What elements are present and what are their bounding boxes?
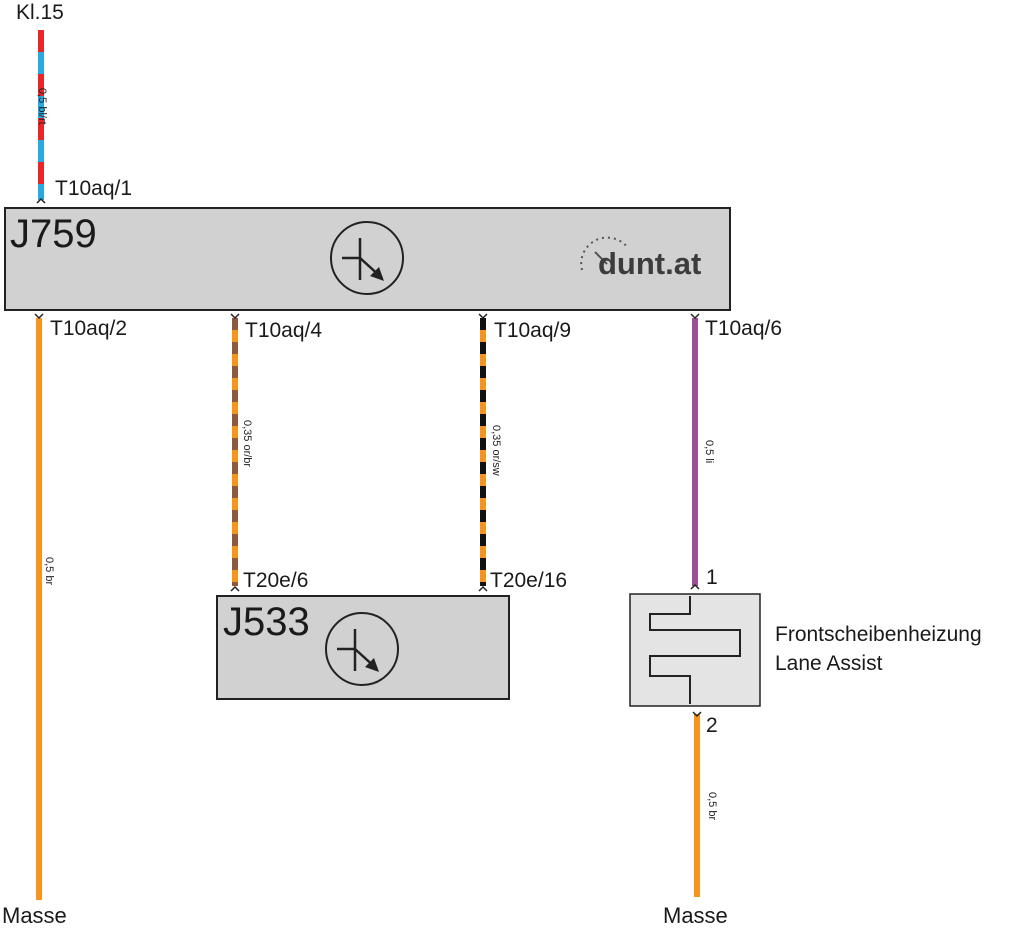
- wire-label-li: 0,5 li: [703, 440, 715, 464]
- pin-mark: [36, 197, 46, 204]
- heater-label-2: Lane Assist: [775, 652, 883, 675]
- wire-label-masse-left: 0,5 br: [43, 557, 55, 586]
- pin-t10aq-1: T10aq/1: [55, 177, 133, 200]
- pin-t20e-16: T20e/16: [490, 569, 568, 592]
- module-j533-name: J533: [223, 600, 310, 644]
- wires: [36, 30, 700, 900]
- terminal-kl15: Kl.15: [16, 1, 64, 24]
- heater-label-1: Frontscheibenheizung: [775, 623, 982, 646]
- transistor-icon: [330, 221, 404, 295]
- pin-t10aq-6: T10aq/6: [705, 317, 783, 340]
- pin-t10aq-9: T10aq/9: [494, 319, 572, 342]
- pin-t10aq-4: T10aq/4: [245, 319, 323, 342]
- gauge-logo-icon: [580, 236, 629, 271]
- module-j759-name: J759: [10, 212, 97, 256]
- heating-coil-icon: [649, 596, 741, 704]
- pin-heater-1: 1: [706, 566, 718, 589]
- pin-mark: [230, 585, 240, 592]
- terminal-masse-left: Masse: [2, 903, 67, 928]
- wire-label-or-sw: 0,35 or/sw: [490, 425, 502, 476]
- terminal-masse-right: Masse: [663, 903, 728, 928]
- pin-t20e-6: T20e/6: [243, 569, 309, 592]
- transistor-icon: [325, 612, 399, 686]
- pin-mark: [230, 313, 240, 320]
- pin-heater-2: 2: [706, 714, 718, 737]
- pin-t10aq-2: T10aq/2: [50, 317, 128, 340]
- pin-mark: [692, 711, 702, 718]
- pin-mark: [690, 583, 700, 590]
- pin-mark: [690, 313, 700, 320]
- pin-mark: [34, 313, 44, 320]
- wire-label-or-br: 0,35 or/br: [241, 420, 253, 468]
- logo-text: dunt.at: [598, 246, 702, 281]
- heater-element: [629, 593, 761, 707]
- connector-marks: [34, 197, 702, 718]
- pin-mark: [478, 585, 488, 592]
- pin-mark: [478, 313, 488, 320]
- wire-label-kl15: 0,5 bl/rt: [36, 88, 48, 125]
- wire-label-masse-right: 0,5 br: [706, 792, 718, 821]
